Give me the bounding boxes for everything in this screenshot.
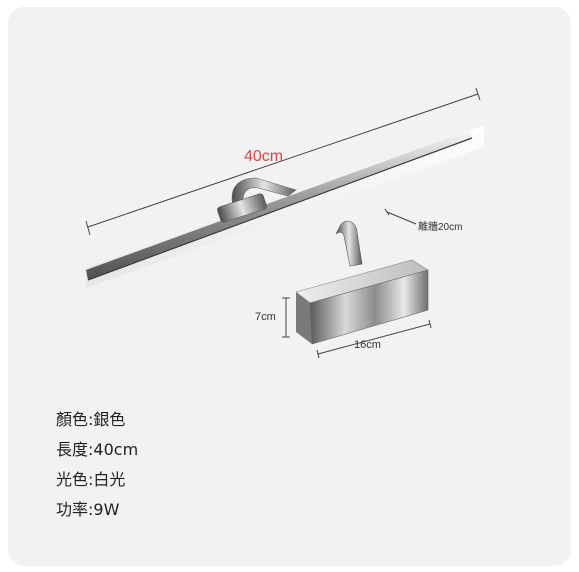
lamp-chrome-bar [86, 130, 472, 280]
spec-power-value: 9W [93, 500, 120, 519]
wall-distance-dimension-line [384, 208, 417, 225]
spec-light-color: 光色:白光 [56, 470, 138, 490]
spec-color-label: 顏色: [56, 410, 94, 429]
spec-color: 顏色:銀色 [56, 410, 138, 430]
width-dimension-line [316, 319, 432, 359]
spec-length-value: 40cm [93, 440, 139, 459]
lamp-head [295, 220, 429, 345]
wall-distance-label: 離牆20cm [418, 222, 463, 233]
spec-length: 長度:40cm [56, 440, 138, 460]
spec-light-color-value: 白光 [93, 470, 126, 489]
spec-length-label: 長度: [56, 440, 94, 459]
head-width-label: 16cm [354, 339, 381, 351]
height-dimension-line [282, 297, 290, 338]
length-dimension-line [85, 87, 481, 236]
length-label: 40cm [244, 148, 284, 165]
product-card [8, 7, 571, 566]
spec-color-value: 銀色 [93, 410, 126, 429]
spec-power: 功率:9W [56, 500, 138, 520]
spec-light-color-label: 光色: [56, 470, 94, 489]
lamp-arm [217, 177, 297, 223]
head-height-label: 7cm [255, 311, 276, 323]
lamp-bar-shadow-edge [87, 137, 473, 281]
spec-list: 顏色:銀色 長度:40cm 光色:白光 功率:9W [56, 410, 138, 530]
spec-power-label: 功率: [56, 500, 94, 519]
